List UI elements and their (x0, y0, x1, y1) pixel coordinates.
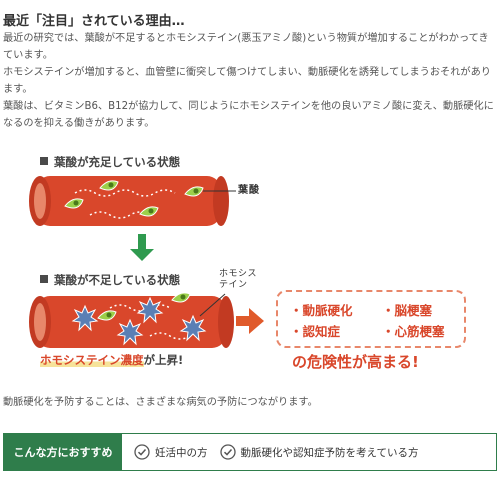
risk-box: ・動脈硬化 ・脳梗塞 ・認知症 ・心筋梗塞 (276, 290, 466, 348)
section-heading: 最近「注目」されている理由… (3, 14, 185, 29)
homocysteine-rise-statement: ホモシステイン濃度が上昇! (40, 353, 184, 367)
risk-item: ・心筋梗塞 (382, 324, 445, 339)
arrow-down-icon (130, 234, 154, 261)
folate-callout: 葉酸 (238, 185, 260, 196)
folate-drop (64, 198, 84, 209)
blood-vessel-sufficient (29, 176, 264, 348)
arrow-right-icon (236, 308, 264, 334)
intro-paragraph-3: 葉酸は、ビタミンB6、B12が協力して、同じようにホモシステインを他の良いアミノ… (3, 101, 494, 129)
risk-item: ・認知症 (290, 324, 341, 339)
folate-illustration: 葉酸が充足している状態 (0, 148, 500, 388)
recommend-box: こんな方におすすめ 妊活中の方 動脈硬化や認知症予防を考えている方 (3, 433, 497, 471)
bullet-square-icon (40, 275, 48, 283)
folate-drop (99, 180, 119, 191)
prevention-note: 動脈硬化を予防することは、さまざまな病気の予防につながります。 (3, 397, 318, 408)
folate-drop (171, 292, 191, 303)
risk-item: ・脳梗塞 (382, 303, 433, 318)
recommend-label: こんな方におすすめ (4, 434, 122, 470)
intro-paragraph-1: 最近の研究では、葉酸が不足するとホモシステイン(悪玉アミノ酸)という物質が増加す… (3, 33, 489, 61)
danger-statement: の危険性が高まる! (292, 353, 419, 371)
risk-item: ・動脈硬化 (290, 303, 353, 318)
bullet-square-icon (40, 157, 48, 165)
check-circle-icon (219, 444, 236, 460)
homocysteine-particle (179, 314, 207, 342)
state-sufficient-label: 葉酸が充足している状態 (40, 154, 180, 170)
check-circle-icon (134, 444, 150, 460)
homocysteine-particle (116, 318, 144, 346)
homocysteine-particle (136, 296, 164, 324)
folate-drop (139, 206, 159, 217)
state-deficient-label: 葉酸が不足している状態 (40, 272, 180, 288)
folate-drop (97, 310, 117, 321)
homocysteine-particle (71, 304, 99, 332)
intro-paragraph-2: ホモシステインが増加すると、血管壁に衝突して傷つけてしまい、動脈硬化を誘発してし… (3, 67, 491, 95)
homocysteine-callout: ホモシステイン (219, 269, 258, 290)
folate-drop (184, 186, 204, 197)
intro-text: 最近の研究では、葉酸が不足するとホモシステイン(悪玉アミノ酸)という物質が増加す… (3, 30, 497, 132)
recommend-item: 動脈硬化や認知症予防を考えている方 (219, 444, 418, 460)
recommend-item: 妊活中の方 (134, 444, 208, 460)
